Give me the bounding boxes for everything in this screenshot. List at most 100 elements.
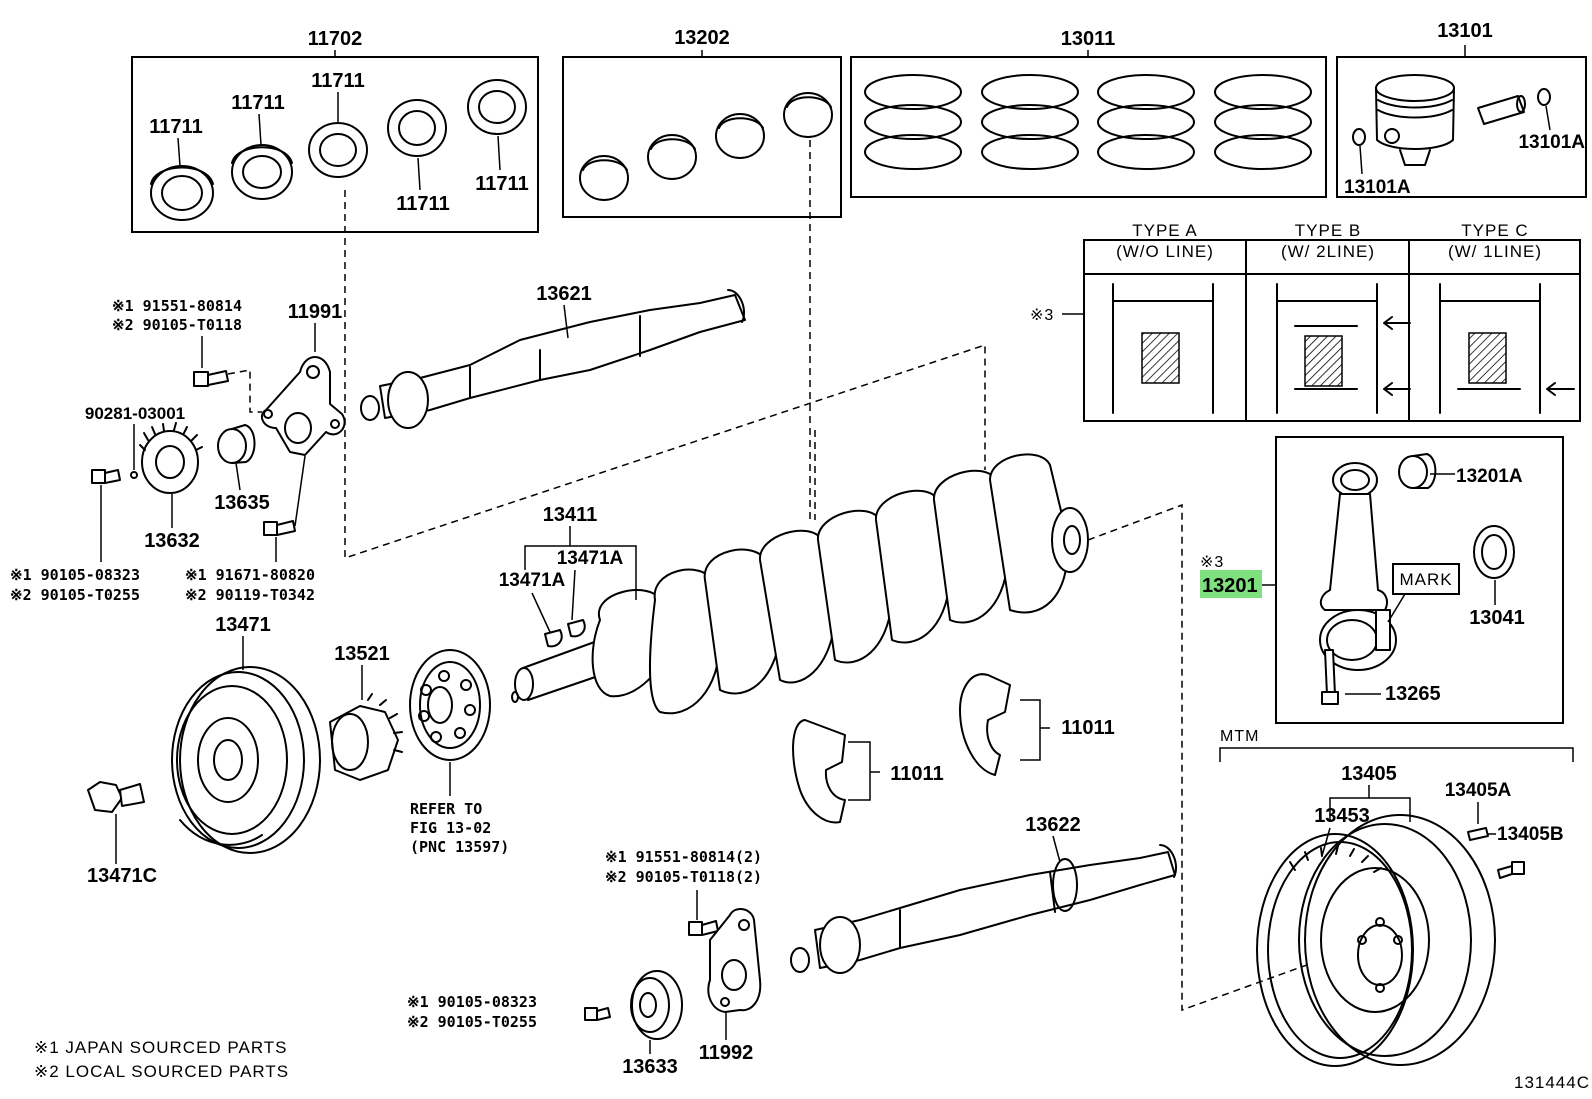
main-bearing-shell[interactable]: [308, 122, 368, 178]
label-13101A[interactable]: 13101A: [1518, 132, 1585, 153]
label-13471A[interactable]: 13471A: [499, 570, 566, 591]
label-11011[interactable]: 11011: [890, 763, 943, 785]
rod-bearing-shell[interactable]: [715, 113, 765, 159]
label-13041[interactable]: 13041: [1469, 607, 1525, 629]
bolt-note-d2: ※2 90105-T0118(2): [605, 868, 762, 886]
label-90281-03001[interactable]: 90281-03001: [85, 404, 185, 423]
refer-line-3: (PNC 13597): [410, 838, 509, 856]
label-11702[interactable]: 11702: [308, 28, 363, 50]
piston-pin-clip[interactable]: [1352, 128, 1366, 146]
thrust-washer[interactable]: [792, 719, 846, 824]
rod-bearing[interactable]: [1473, 525, 1515, 579]
piston-pin-clip[interactable]: [1537, 88, 1551, 106]
dowel-pin[interactable]: [1467, 827, 1489, 841]
label-13621[interactable]: 13621: [536, 283, 592, 305]
bolt-note-c2: ※2 90119-T0342: [185, 586, 315, 604]
label-11011[interactable]: 11011: [1061, 717, 1114, 739]
piston-group: 13101 13101A 13101A: [1336, 20, 1587, 198]
rod-bearing-shell[interactable]: [579, 155, 629, 201]
label-11992[interactable]: 11992: [699, 1042, 754, 1064]
bolt[interactable]: [193, 370, 229, 387]
pulley-bolt[interactable]: [87, 781, 145, 813]
footnote-japan: ※1 JAPAN SOURCED PARTS: [34, 1038, 288, 1057]
label-13405[interactable]: 13405: [1341, 763, 1397, 785]
label-13202[interactable]: 13202: [674, 27, 730, 49]
main-bearing-shell[interactable]: [150, 165, 214, 221]
crank-timing-sprocket[interactable]: [329, 693, 403, 781]
label-13635[interactable]: 13635: [214, 492, 270, 514]
label-13471[interactable]: 13471: [215, 614, 271, 636]
connecting-rod-frame: [1275, 436, 1564, 724]
label-13101[interactable]: 13101: [1437, 20, 1493, 42]
piston[interactable]: [1375, 74, 1455, 166]
flywheel-bolt[interactable]: [1497, 861, 1525, 879]
bolt[interactable]: [263, 520, 296, 536]
label-11991[interactable]: 11991: [288, 301, 343, 323]
balance-shaft-plate-upper[interactable]: [260, 356, 346, 456]
balance-shaft-plate-lower[interactable]: [707, 908, 762, 1013]
crankshaft[interactable]: [511, 453, 1089, 715]
thrust-washer[interactable]: [959, 673, 1011, 776]
bolt[interactable]: [584, 1007, 611, 1021]
piston-ring-stack[interactable]: [864, 74, 962, 170]
label-11711[interactable]: 11711: [311, 70, 364, 92]
bolt-note-e1: ※1 90105-08323: [407, 993, 537, 1011]
refer-line-2: FIG 13-02: [410, 819, 491, 837]
label-13632[interactable]: 13632: [144, 530, 200, 552]
main-bearing-shell[interactable]: [387, 99, 447, 157]
label-13453[interactable]: 13453: [1314, 805, 1370, 827]
piston-ring-stack[interactable]: [981, 74, 1079, 170]
balance-shaft-lower[interactable]: [790, 844, 1178, 974]
label-13101A[interactable]: 13101A: [1344, 177, 1411, 198]
label-13265[interactable]: 13265: [1385, 683, 1441, 705]
label-13201[interactable]: 13201: [1202, 575, 1258, 597]
rod-bushing[interactable]: [1398, 453, 1437, 489]
piston-ring-stack[interactable]: [1214, 74, 1312, 170]
rod-bearing-set-frame: [562, 56, 842, 218]
bolt-note-c1: ※1 91671-80820: [185, 566, 315, 584]
label-13471A[interactable]: 13471A: [557, 548, 624, 569]
mtm-label: MTM: [1220, 728, 1259, 745]
label-13011[interactable]: 13011: [1061, 28, 1116, 50]
piston-ring-stack[interactable]: [1097, 74, 1195, 170]
piston-pin[interactable]: [1477, 95, 1526, 125]
label-11711[interactable]: 11711: [475, 173, 528, 195]
diagram-id: 131444C: [1514, 1073, 1590, 1092]
crankshaft-pulley[interactable]: [171, 666, 321, 854]
crank-timing-gear[interactable]: [409, 649, 491, 761]
label-13201A[interactable]: 13201A: [1456, 466, 1523, 487]
balance-shaft-upper[interactable]: [360, 289, 746, 429]
label-13405B[interactable]: 13405B: [1497, 824, 1564, 845]
spacer-bushing[interactable]: [217, 424, 256, 464]
label-13521[interactable]: 13521: [334, 643, 390, 665]
rod-bearing-shell[interactable]: [783, 92, 833, 138]
bolt[interactable]: [688, 920, 719, 936]
bolt[interactable]: [91, 469, 121, 484]
flywheel[interactable]: [1298, 814, 1496, 1066]
bolt-note-a2: ※2 90105-T0118: [112, 316, 242, 334]
type-a-name: TYPE A: [1132, 221, 1198, 240]
woodruff-key[interactable]: [544, 629, 563, 648]
label-13405A[interactable]: 13405A: [1445, 780, 1512, 801]
rod-bearing-shell[interactable]: [647, 134, 697, 180]
woodruff-key[interactable]: [567, 619, 586, 638]
connecting-rod[interactable]: [1319, 462, 1397, 671]
main-bearing-set-group: 11702 11711 11711 11711 11711: [131, 28, 539, 233]
label-11711[interactable]: 11711: [149, 116, 202, 138]
main-bearing-shell[interactable]: [231, 144, 293, 200]
main-bearing-shell[interactable]: [467, 79, 527, 135]
balance-shaft-gear-lower[interactable]: [630, 970, 683, 1040]
ring-gear[interactable]: [1256, 833, 1414, 1067]
balance-shaft-gear-upper[interactable]: [139, 422, 203, 494]
type-c-desc: (W/ 1LINE): [1448, 242, 1542, 261]
label-11711[interactable]: 11711: [231, 92, 284, 114]
label-11711[interactable]: 11711: [396, 193, 449, 215]
label-13622[interactable]: 13622: [1025, 814, 1081, 836]
key-pin[interactable]: [130, 471, 138, 479]
label-13411[interactable]: 13411: [543, 504, 598, 526]
rod-bolt[interactable]: [1321, 649, 1339, 705]
label-13633[interactable]: 13633: [622, 1056, 678, 1078]
label-13471C[interactable]: 13471C: [87, 865, 157, 887]
piston-ring-set-frame: [850, 56, 1327, 198]
